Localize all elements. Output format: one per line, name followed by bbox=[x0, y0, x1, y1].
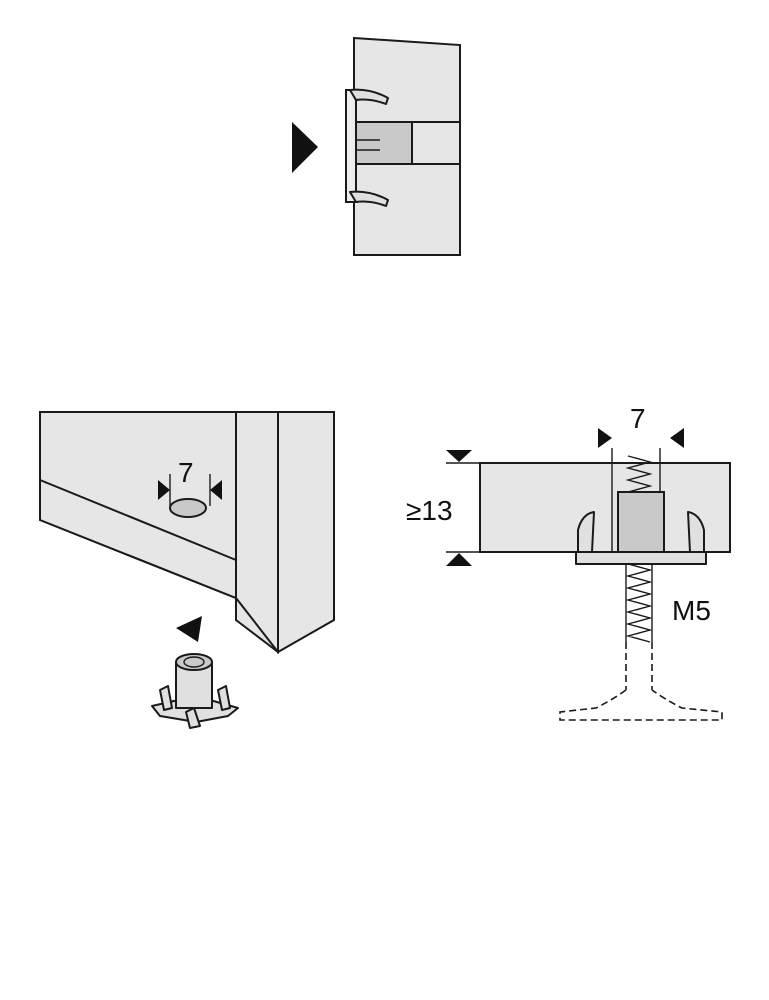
t-nut-prong-1 bbox=[159, 685, 173, 711]
top-panel-detail bbox=[292, 36, 461, 256]
thickness-dim-arrow-bottom bbox=[446, 553, 472, 566]
section-prong-right bbox=[687, 511, 705, 553]
t-nut-prong-2 bbox=[217, 685, 231, 711]
section-nut-flange bbox=[575, 551, 707, 565]
thickness-dim-arrow-top bbox=[446, 450, 472, 462]
top-nut-barrel bbox=[355, 121, 413, 165]
t-nut-prong-3 bbox=[185, 707, 201, 729]
top-nut-prong-upper bbox=[349, 88, 389, 105]
cabinet-bottom-detail: 7 bbox=[39, 411, 335, 655]
cabinet-side-face bbox=[277, 411, 335, 654]
section-nut-barrel bbox=[617, 491, 665, 553]
top-nut-flange bbox=[345, 89, 357, 203]
section-prong-left bbox=[577, 511, 595, 553]
top-nut-prong-lower bbox=[349, 190, 389, 207]
hole-diameter-label: 7 bbox=[178, 457, 194, 488]
min-thickness-label: ≥13 bbox=[406, 495, 453, 526]
drilled-hole bbox=[169, 498, 207, 518]
insert-direction-arrow-bottom bbox=[176, 616, 202, 642]
width-dim-arrow-left bbox=[598, 428, 612, 448]
bore-width-label: 7 bbox=[630, 403, 646, 434]
t-nut-bore bbox=[175, 653, 213, 671]
threaded-rod bbox=[625, 455, 653, 643]
insert-direction-arrow-top bbox=[292, 122, 318, 173]
cross-section-detail: 7 ≥13 M5 bbox=[406, 403, 731, 721]
width-dim-arrow-right bbox=[670, 428, 684, 448]
hole-dim-arrow-left bbox=[158, 480, 170, 500]
thread-size-label: M5 bbox=[672, 595, 711, 626]
leveling-foot-outline bbox=[559, 642, 723, 721]
hole-dim-arrow-right bbox=[210, 480, 222, 500]
cabinet-side-panel bbox=[235, 411, 279, 655]
t-nut bbox=[151, 653, 239, 729]
